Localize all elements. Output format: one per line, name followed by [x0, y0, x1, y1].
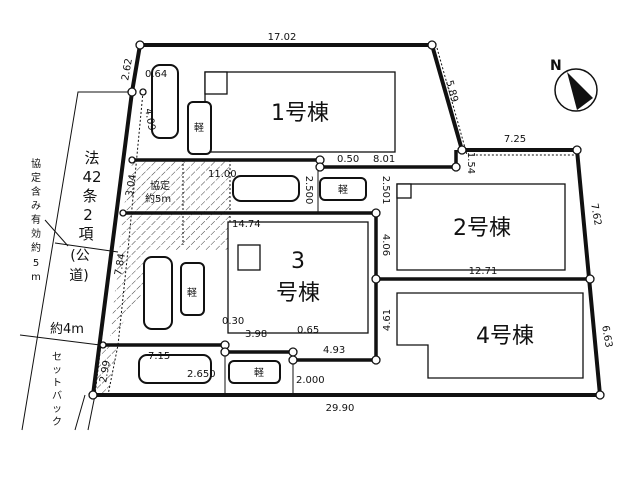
building-1[interactable]: 1号棟	[204, 71, 396, 153]
label-road-effective_width-7: 5	[33, 258, 39, 269]
dim-lot2-w1: 2.501	[380, 176, 391, 205]
building-1-label: 1号棟	[271, 101, 329, 126]
label-road-setback-1: ッ	[52, 365, 62, 376]
kei-label: 軽	[187, 287, 197, 299]
dim-lot3-top: 14.74	[232, 219, 261, 230]
label-road-law_label-4: 項	[78, 225, 93, 243]
label-road-effective_width-5: 効	[31, 227, 41, 240]
label-road-setback-2: ト	[52, 378, 62, 389]
dim-lot1-south-a: 0.50	[337, 154, 359, 165]
agreement-label: 協定	[150, 179, 170, 192]
dim-east-upper: 7.62	[588, 203, 603, 227]
dim-lot2-w2: 4.06	[380, 234, 391, 256]
dim-lot2-4-line: 12.71	[469, 266, 498, 277]
dim-lot3-b: 3.98	[245, 329, 267, 340]
building-3[interactable]: 3 号棟	[227, 221, 369, 334]
car-icon	[143, 256, 173, 330]
label-road-law_label-6: 道)	[69, 268, 88, 284]
kei-car-icon	[228, 360, 281, 384]
north-label: N	[550, 58, 562, 74]
building-3-number: 3	[291, 249, 305, 274]
label-road-effective_width-6: 約	[31, 241, 41, 254]
label-road-law_label-0: 法	[84, 149, 99, 167]
label-road-setback-3: バ	[52, 390, 62, 402]
label-road-effective_width-0: 協	[31, 157, 41, 170]
kei-label: 軽	[194, 122, 204, 134]
label-road-setback-5: ク	[52, 416, 62, 428]
label-road-effective_width-3: み	[31, 201, 41, 212]
dim-lot3-d: 4.93	[323, 345, 345, 356]
dim-lot3-west: 7.84	[113, 253, 128, 277]
label-road-effective_width-4: 有	[31, 213, 41, 226]
road-labels: 法 42 条 2 項 (公 道) 協 定 含 み 有 効 約 5 m 約4m セ…	[31, 149, 102, 428]
north-compass: N	[550, 58, 598, 112]
label-road-setback-4: ッ	[52, 404, 62, 415]
building-4[interactable]: 4号棟	[396, 292, 584, 379]
dim-w-small: 0.64	[145, 69, 167, 80]
kei-label: 軽	[338, 184, 348, 196]
label-road-effective_width-8: m	[31, 272, 41, 283]
car-icon	[138, 354, 212, 384]
dim-drive1-len: 11.00	[208, 169, 237, 180]
label-road-law_label-2: 条	[82, 187, 97, 205]
building-2-label: 2号棟	[453, 216, 511, 241]
dim-nw: 2.62	[120, 58, 135, 82]
boundary-markers	[88, 40, 605, 400]
kei-car-icon	[319, 177, 367, 201]
label-road-law_label-5: (公	[70, 248, 89, 264]
dim-ne-step: 1.54	[465, 152, 476, 174]
dim-lot1-south-b: 8.01	[373, 154, 395, 165]
dim-lot3-c: 0.65	[297, 325, 319, 336]
car-icon	[151, 64, 179, 139]
building-2[interactable]: 2号棟	[396, 183, 566, 271]
dim-bottom: 29.90	[326, 403, 355, 414]
dim-w-lot1: 4.09	[142, 108, 157, 132]
dim-drive3-w: 2.650	[187, 369, 216, 380]
dim-drive3-len: 7.15	[148, 351, 170, 362]
road-width-label: 約4m	[50, 322, 84, 337]
agreement-width-label: 約5m	[145, 192, 171, 205]
label-road-law_label-3: 2	[83, 206, 93, 224]
kei-car-icon	[187, 101, 212, 155]
dim-top: 17.02	[268, 32, 297, 43]
label-road-setback-0: セ	[52, 351, 62, 363]
kei-car-icon	[180, 262, 205, 316]
building-3-label: 号棟	[276, 281, 320, 306]
dim-east-lower: 6.63	[599, 325, 614, 349]
label-road-effective_width-2: 含	[31, 185, 41, 198]
road-lines	[19, 91, 132, 431]
kei-label: 軽	[254, 367, 264, 379]
dimension-labels: 17.02 2.62 0.64 4.09 5.89 7.25 1.54 7.62…	[98, 32, 614, 414]
dim-lot3-a: 0.30	[222, 316, 244, 327]
label-road-effective_width-1: 定	[31, 171, 41, 184]
label-road-law_label-1: 42	[82, 168, 101, 186]
dim-drive1-w: 2.500	[303, 176, 314, 205]
dim-sw: 2.99	[98, 360, 113, 384]
dim-ne-top: 7.25	[504, 134, 526, 145]
building-4-label: 4号棟	[476, 324, 534, 349]
parking-cars: 軽 軽 軽 軽	[138, 64, 367, 384]
car-icon	[232, 175, 300, 202]
dim-lot4-w: 4.61	[382, 309, 393, 331]
dim-drive-w: 3.04	[124, 174, 139, 198]
lot-boundary	[91, 43, 602, 397]
dim-drive4-w: 2.000	[296, 375, 325, 386]
